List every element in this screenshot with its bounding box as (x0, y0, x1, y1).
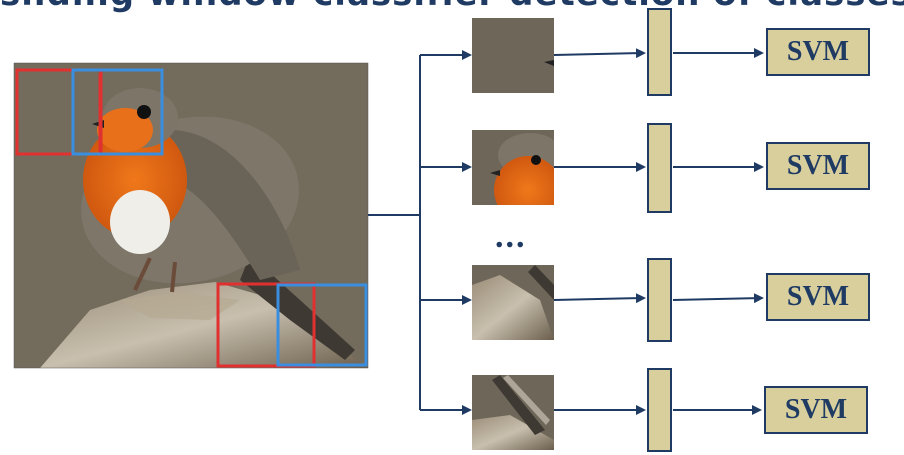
feature-vector-box-1 (647, 8, 672, 96)
svm-classifier-1: SVM (766, 28, 870, 76)
arrow-crop3-to-feature (554, 298, 644, 300)
connector-lines (368, 55, 420, 410)
svm-classifier-2: SVM (766, 142, 870, 190)
feature-vector-box-4 (647, 368, 672, 452)
crop-image-4 (472, 375, 554, 450)
crop-image-2 (472, 130, 562, 224)
feature-vector-box-2 (647, 123, 672, 213)
svm-classifier-3: SVM (766, 273, 870, 321)
crop-image-1 (472, 18, 554, 93)
ellipsis: ... (495, 218, 527, 256)
svm-classifier-4: SVM (764, 386, 868, 434)
feature-vector-box-3 (647, 258, 672, 342)
arrow-feature3-to-svm (673, 298, 762, 300)
crop-image-3 (472, 265, 554, 340)
arrow-crop1-to-feature (554, 53, 644, 55)
